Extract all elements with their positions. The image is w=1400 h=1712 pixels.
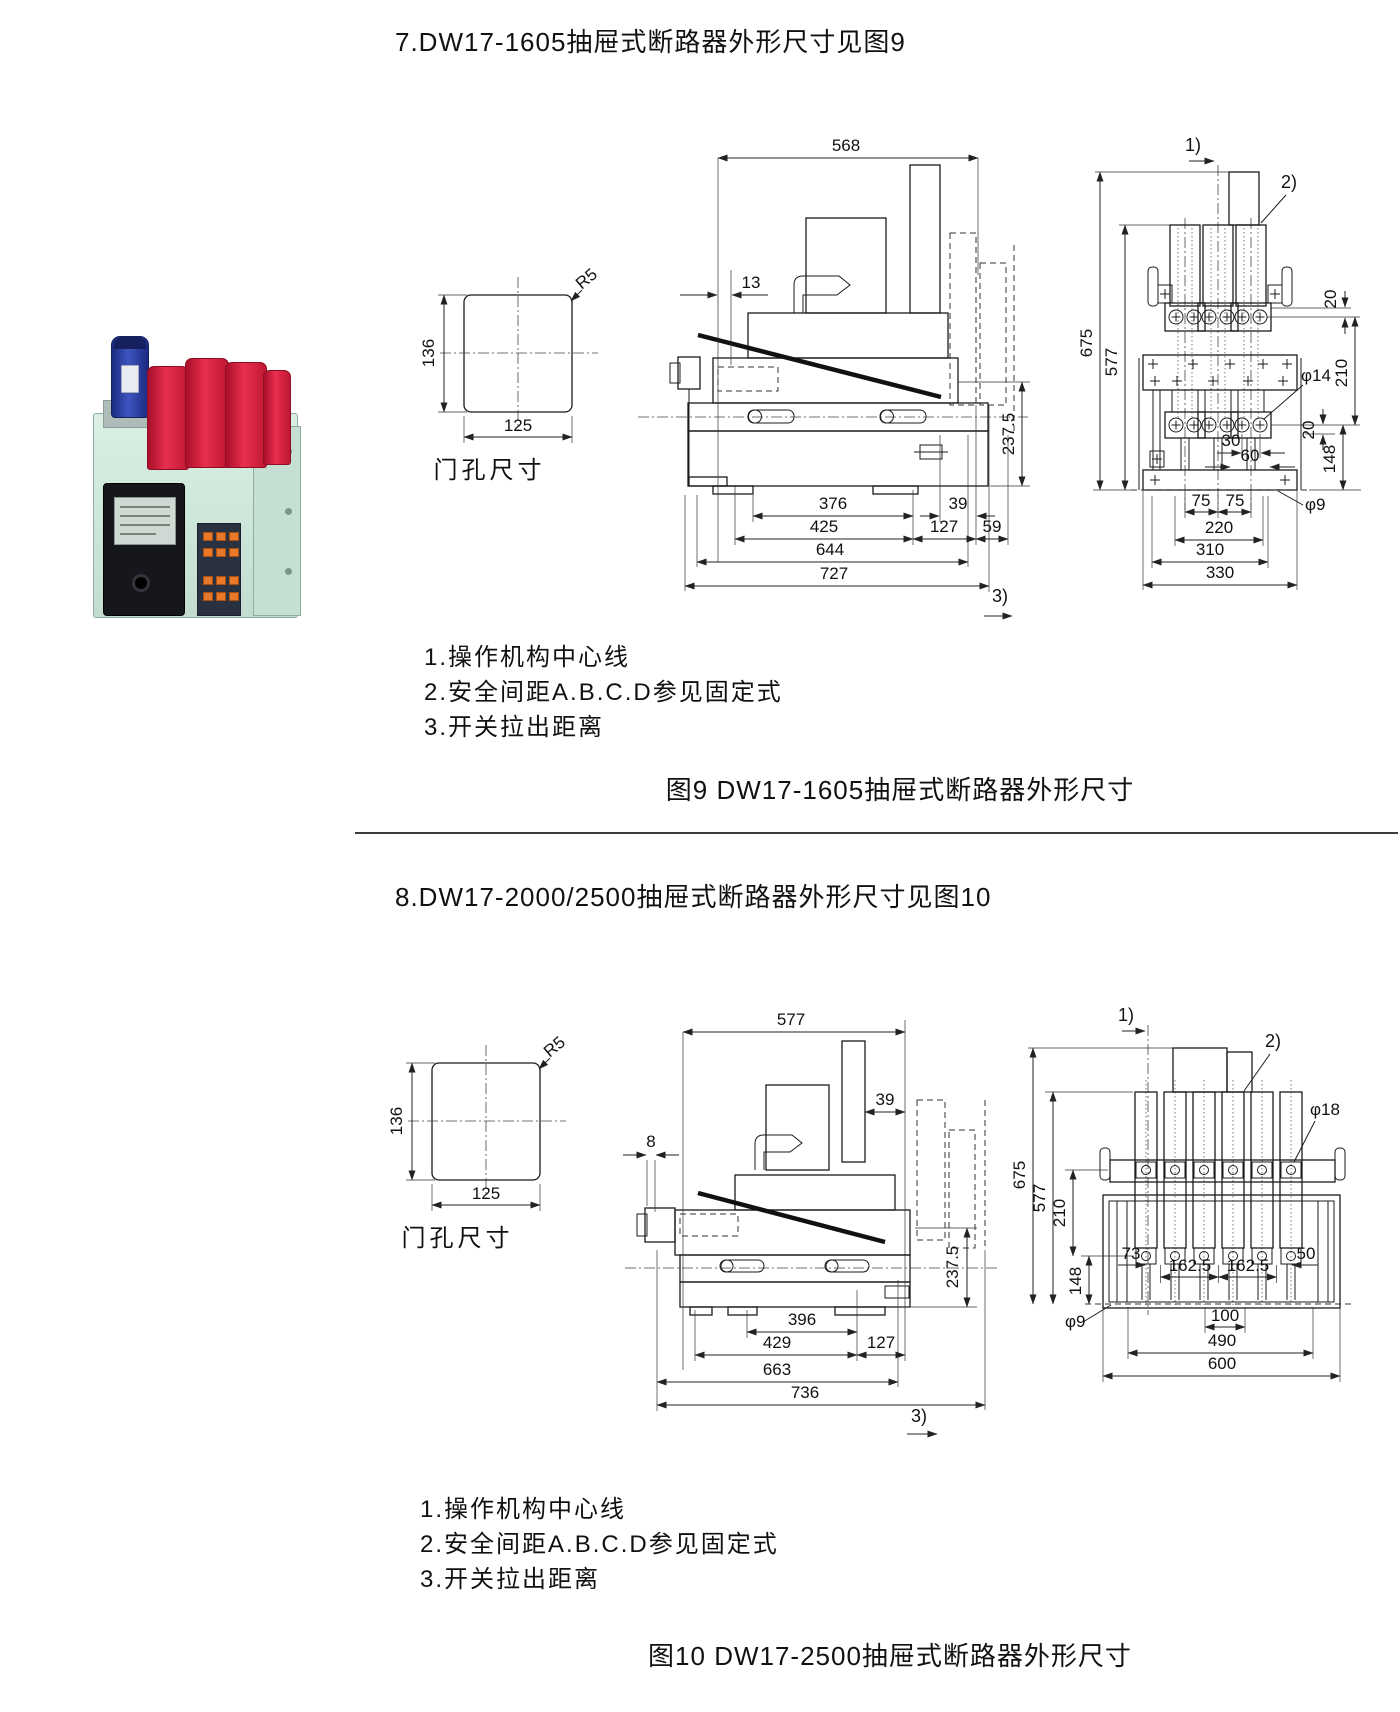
dim-396: 396 bbox=[788, 1310, 816, 1329]
fig10-front-view-drawing: 1) 2) φ18 bbox=[1010, 1005, 1353, 1382]
dim-148: 148 bbox=[1320, 445, 1339, 473]
note-marker-3: 3) bbox=[992, 586, 1008, 606]
arc-chute bbox=[185, 358, 229, 468]
dim-door-width: 125 bbox=[472, 1184, 500, 1203]
note-marker-1: 1) bbox=[1185, 135, 1201, 155]
secondary-terminal-block bbox=[197, 523, 241, 616]
dim-39: 39 bbox=[876, 1090, 895, 1109]
note-line-2: 2.安全间距A.B.C.D参见固定式 bbox=[420, 1531, 779, 1558]
figure9-caption: 图9 DW17-1605抽屉式断路器外形尺寸 bbox=[665, 775, 1135, 805]
dim-577: 577 bbox=[1030, 1184, 1049, 1212]
note-line-3: 3.开关拉出距离 bbox=[420, 1566, 601, 1593]
operating-handle-hole bbox=[132, 574, 150, 592]
dim-577: 577 bbox=[1102, 348, 1121, 376]
dim-568: 568 bbox=[832, 136, 860, 155]
dim-237-5: 237.5 bbox=[999, 413, 1018, 456]
dim-210: 210 bbox=[1332, 359, 1351, 387]
figure10-caption: 图10 DW17-2500抽屉式断路器外形尺寸 bbox=[648, 1641, 1132, 1671]
dim-127: 127 bbox=[867, 1333, 895, 1352]
arc-chute bbox=[263, 370, 291, 465]
dim-162-5b: 162.5 bbox=[1227, 1256, 1270, 1275]
dim-59: 59 bbox=[983, 517, 1002, 536]
dim-310: 310 bbox=[1196, 540, 1224, 559]
dim-425: 425 bbox=[810, 517, 838, 536]
fig9-door-hole-caption: 门孔尺寸 bbox=[433, 457, 546, 484]
note-line-1: 1.操作机构中心线 bbox=[420, 1496, 627, 1523]
note-marker-1: 1) bbox=[1118, 1005, 1134, 1025]
dim-644: 644 bbox=[816, 540, 844, 559]
note-line-1: 1.操作机构中心线 bbox=[424, 644, 631, 671]
dim-door-width: 125 bbox=[504, 416, 532, 435]
dim-210: 210 bbox=[1050, 1199, 1069, 1227]
dim-148: 148 bbox=[1066, 1267, 1085, 1295]
coil-cap bbox=[114, 337, 146, 349]
note-marker-3: 3) bbox=[911, 1406, 927, 1426]
dim-675: 675 bbox=[1077, 329, 1096, 357]
arc-chute bbox=[225, 362, 267, 468]
nameplate bbox=[114, 497, 176, 545]
dim-door-radius: R5 bbox=[540, 1033, 569, 1061]
dim-127: 127 bbox=[930, 517, 958, 536]
dim-8: 8 bbox=[646, 1132, 655, 1151]
note-marker-2: 2) bbox=[1265, 1031, 1281, 1051]
section8-heading: 8.DW17-2000/2500抽屉式断路器外形尺寸见图10 bbox=[395, 882, 992, 912]
dim-75b: 75 bbox=[1226, 491, 1245, 510]
breaker-product-photo bbox=[85, 288, 320, 628]
fig10-door-hole-drawing: 136 125 R5 bbox=[387, 1033, 569, 1211]
dim-60: 60 bbox=[1241, 446, 1260, 465]
figure10-notes: 1.操作机构中心线 2.安全间距A.B.C.D参见固定式 3.开关拉出距离 bbox=[420, 1492, 779, 1597]
dim-73: 73 bbox=[1122, 1244, 1141, 1263]
dim-20-top: 20 bbox=[1321, 290, 1340, 309]
dim-727: 727 bbox=[820, 564, 848, 583]
section7-heading: 7.DW17-1605抽屉式断路器外形尺寸见图9 bbox=[395, 27, 906, 57]
note-line-2: 2.安全间距A.B.C.D参见固定式 bbox=[424, 679, 783, 706]
coil-label bbox=[121, 365, 139, 393]
dim-330: 330 bbox=[1206, 563, 1234, 582]
dim-736: 736 bbox=[791, 1383, 819, 1402]
fig9-front-view-drawing: 1) 2) bbox=[1077, 135, 1361, 590]
dim-door-radius: R5 bbox=[572, 265, 601, 293]
fig10-side-view-drawing: 577 39 8 396 429 127 663 736 3) 237.5 bbox=[623, 1010, 1000, 1438]
dim-30: 30 bbox=[1222, 431, 1241, 450]
fig9-side-view-drawing: 568 13 376 39 425 127 59 644 727 3) 237.… bbox=[638, 136, 1030, 620]
dim-429: 429 bbox=[763, 1333, 791, 1352]
dim-220: 220 bbox=[1205, 518, 1233, 537]
dim-376: 376 bbox=[819, 494, 847, 513]
dim-20-bottom: 20 bbox=[1299, 421, 1318, 440]
dim-13: 13 bbox=[742, 273, 761, 292]
dim-162-5a: 162.5 bbox=[1169, 1256, 1212, 1275]
dim-600: 600 bbox=[1208, 1354, 1236, 1373]
dim-50: 50 bbox=[1297, 1244, 1316, 1263]
dim-675: 675 bbox=[1010, 1161, 1029, 1189]
panel-hole bbox=[285, 508, 292, 515]
dim-39: 39 bbox=[949, 494, 968, 513]
fig9-door-hole-drawing: 136 125 R5 bbox=[419, 265, 601, 443]
panel-hole bbox=[285, 568, 292, 575]
dim-237-5: 237.5 bbox=[943, 1246, 962, 1289]
fig10-door-hole-caption: 门孔尺寸 bbox=[401, 1225, 514, 1252]
dim-75a: 75 bbox=[1192, 491, 1211, 510]
note-line-3: 3.开关拉出距离 bbox=[424, 714, 605, 741]
arc-chute bbox=[147, 366, 189, 470]
figure9-notes: 1.操作机构中心线 2.安全间距A.B.C.D参见固定式 3.开关拉出距离 bbox=[424, 640, 783, 745]
dim-door-height: 136 bbox=[419, 339, 438, 367]
dim-490: 490 bbox=[1208, 1331, 1236, 1350]
operating-panel bbox=[103, 483, 185, 616]
dim-663: 663 bbox=[763, 1360, 791, 1379]
note-marker-2: 2) bbox=[1281, 172, 1297, 192]
dim-100: 100 bbox=[1211, 1306, 1239, 1325]
dim-phi9: φ9 bbox=[1305, 495, 1325, 514]
dim-phi9: φ9 bbox=[1065, 1312, 1085, 1331]
dim-phi18: φ18 bbox=[1310, 1100, 1340, 1119]
section-divider bbox=[355, 832, 1398, 834]
dim-door-height: 136 bbox=[387, 1107, 406, 1135]
closing-coil bbox=[111, 336, 149, 418]
dim-577: 577 bbox=[777, 1010, 805, 1029]
dim-phi14: φ14 bbox=[1301, 366, 1331, 385]
